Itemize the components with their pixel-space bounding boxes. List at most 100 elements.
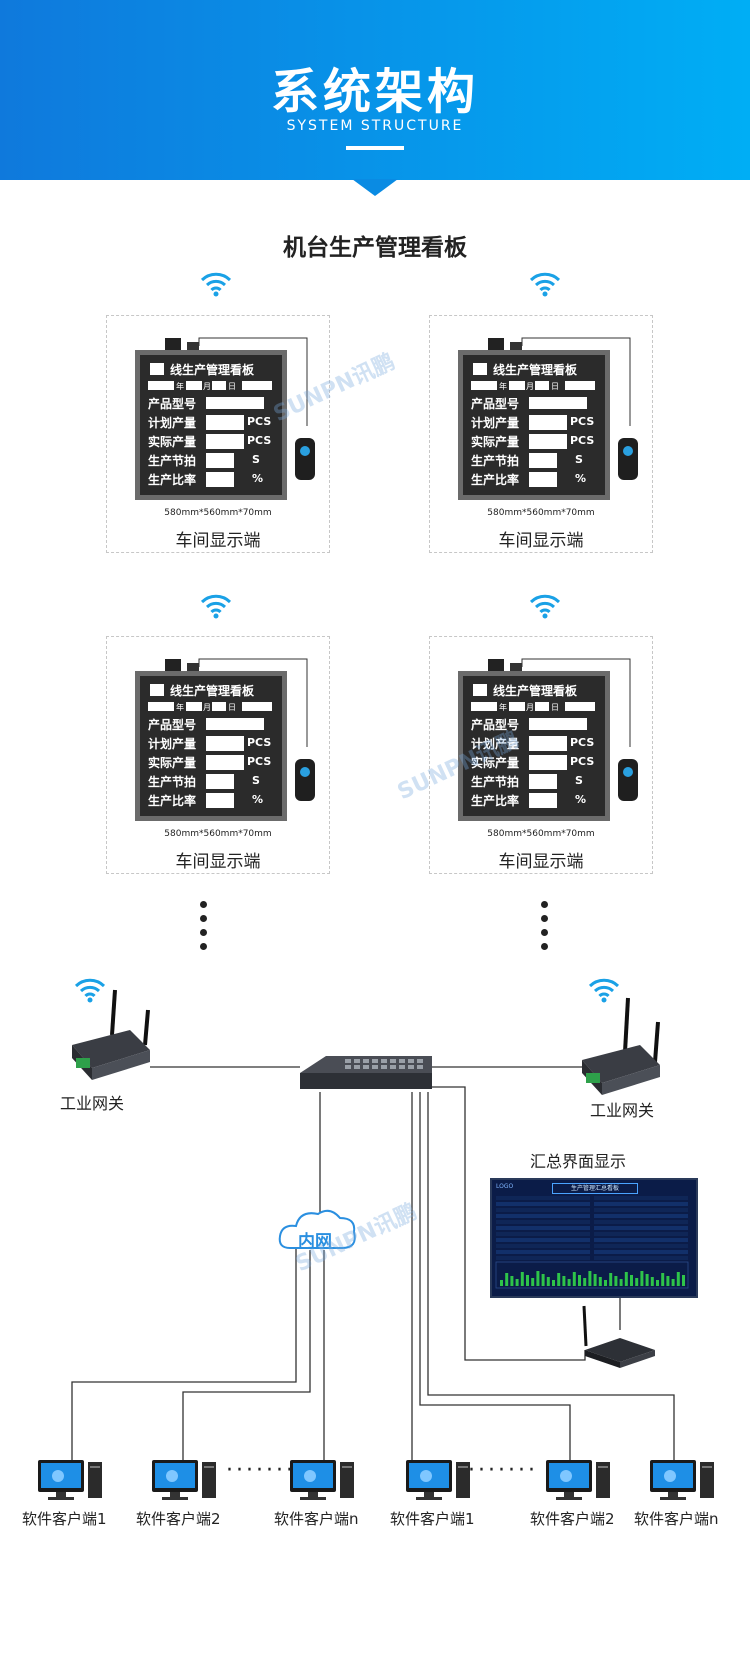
board-row-label: 计划产量 xyxy=(148,737,197,751)
client-label: 软件客户端2 xyxy=(530,1510,615,1528)
unit-label: % xyxy=(252,793,264,806)
board-row-label: 计划产量 xyxy=(471,737,520,751)
gateway-label: 工业网关 xyxy=(60,1094,125,1113)
page-subtitle: SYSTEM STRUCTURE xyxy=(286,118,464,134)
date-day: 日 xyxy=(228,382,236,391)
date-box xyxy=(509,702,525,711)
date-month: 月 xyxy=(203,382,211,391)
screen-table-row xyxy=(594,1250,688,1254)
date-month: 月 xyxy=(526,703,534,712)
software-client xyxy=(648,1458,718,1518)
line-number-box xyxy=(150,363,164,375)
value-box xyxy=(529,755,567,770)
client-label: 软件客户端n xyxy=(274,1510,359,1528)
software-client xyxy=(36,1458,106,1518)
board-row-label: 实际产量 xyxy=(148,435,197,449)
board-title: 线生产管理看板 xyxy=(493,684,578,698)
more-displays-indicator xyxy=(200,901,208,957)
summary-label: 汇总界面显示 xyxy=(530,1152,627,1171)
date-box xyxy=(565,381,595,390)
value-box xyxy=(529,453,557,468)
board-row-label: 产品型号 xyxy=(471,718,520,732)
computer-icon xyxy=(406,1460,470,1500)
screen-table-row xyxy=(496,1214,590,1218)
value-box xyxy=(529,774,557,789)
screen-table-row xyxy=(496,1220,590,1224)
screen-bar xyxy=(598,1277,602,1286)
power-plug xyxy=(510,342,522,350)
screen-table-row xyxy=(496,1232,590,1236)
date-box xyxy=(565,702,595,711)
date-year: 年 xyxy=(499,703,507,712)
board-row-label: 生产比率 xyxy=(471,794,520,808)
value-box xyxy=(529,397,587,409)
screen-bar xyxy=(656,1280,659,1286)
value-box xyxy=(206,472,234,487)
screen-table-row xyxy=(496,1250,590,1254)
wifi-icon xyxy=(588,978,620,1004)
client-label: 软件客户端1 xyxy=(22,1510,107,1528)
unit-label: S xyxy=(575,774,583,787)
board-dimensions: 580mm*560mm*70mm xyxy=(164,829,272,839)
screen-table-row xyxy=(594,1232,688,1236)
date-box xyxy=(186,381,202,390)
date-box xyxy=(148,702,174,711)
value-box xyxy=(206,397,264,409)
power-plug xyxy=(510,663,522,671)
unit-label: % xyxy=(575,793,587,806)
screen-bar xyxy=(604,1280,607,1286)
screen-table-row xyxy=(594,1214,688,1218)
gateway-right xyxy=(582,997,660,1095)
board-dimensions: 580mm*560mm*70mm xyxy=(487,508,595,518)
screen-bar xyxy=(645,1274,649,1286)
board-row-label: 生产比率 xyxy=(148,794,197,808)
date-box xyxy=(471,381,497,390)
board-row-label: 产品型号 xyxy=(148,718,197,732)
date-box xyxy=(186,702,202,711)
computer-icon xyxy=(546,1460,610,1500)
value-box xyxy=(529,415,567,430)
screen-bar xyxy=(531,1278,535,1286)
software-client xyxy=(150,1458,220,1518)
screen-contents xyxy=(495,1196,689,1289)
screen-table-row xyxy=(594,1202,688,1206)
unit-label: S xyxy=(575,453,583,466)
date-box xyxy=(509,381,525,390)
summary-screen: LOGO 生产管理汇总看板 xyxy=(490,1178,698,1298)
computer-icon xyxy=(152,1460,216,1500)
unit-label: % xyxy=(252,472,264,485)
section-title: 机台生产管理看板 xyxy=(283,235,467,261)
title-underline xyxy=(346,146,404,150)
value-box xyxy=(529,718,587,730)
screen-bar xyxy=(541,1274,545,1286)
unit-label: S xyxy=(252,774,260,787)
power-socket xyxy=(165,338,181,350)
date-year: 年 xyxy=(176,382,184,391)
screen-title: 生产管理汇总看板 xyxy=(552,1183,638,1194)
date-box xyxy=(535,381,549,390)
cable-line xyxy=(521,658,631,747)
screen-bar xyxy=(552,1280,555,1286)
screen-bar xyxy=(583,1278,587,1286)
screen-bar xyxy=(562,1276,566,1286)
board-row-label: 产品型号 xyxy=(471,397,520,411)
date-box xyxy=(212,702,226,711)
unit-label: PCS xyxy=(570,736,595,749)
screen-table-row xyxy=(496,1244,590,1248)
screen-table-row xyxy=(496,1208,590,1212)
card-caption: 车间显示端 xyxy=(175,531,261,551)
computer-icon xyxy=(38,1460,102,1500)
value-box xyxy=(206,774,234,789)
date-box xyxy=(212,381,226,390)
date-month: 月 xyxy=(526,382,534,391)
value-box xyxy=(206,755,244,770)
screen-bar xyxy=(500,1280,503,1286)
board-title: 线生产管理看板 xyxy=(170,684,255,698)
screen-bar xyxy=(640,1271,644,1286)
card-caption: 车间显示端 xyxy=(175,852,261,872)
screen-bar xyxy=(536,1271,540,1286)
board-row-label: 实际产量 xyxy=(148,756,197,770)
power-plug xyxy=(187,342,199,350)
